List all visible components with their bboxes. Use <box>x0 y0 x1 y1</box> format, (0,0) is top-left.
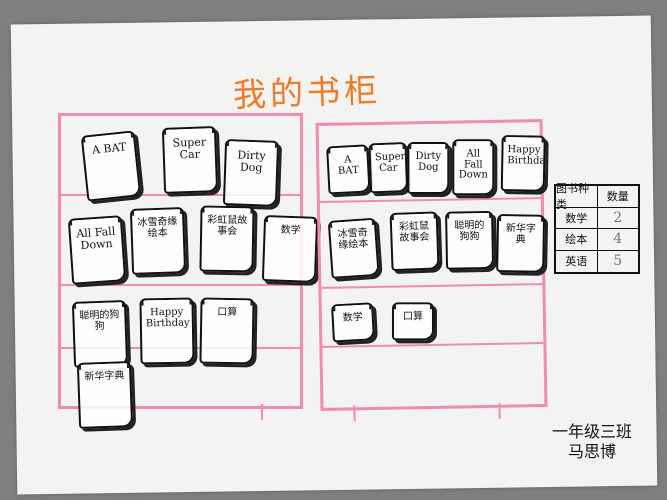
book: Happy Birthday <box>500 135 546 192</box>
book: Dirty Dog <box>407 142 450 195</box>
page-title: 我的书柜 <box>232 70 382 115</box>
table-cell: 2 <box>613 209 623 226</box>
right-bookshelf: A BAT Super Car Dirty Dog All Fall Down … <box>315 119 548 422</box>
book: 口算 <box>391 302 434 341</box>
shelf-leg <box>498 402 501 419</box>
book: Dirty Dog <box>222 139 280 207</box>
book: All Fall Down <box>452 139 495 196</box>
table-row: 绘本 4 <box>556 229 638 251</box>
table-cell: 图书种类 <box>556 182 598 211</box>
book: Super Car <box>161 126 219 194</box>
book: All Fall Down <box>67 215 127 285</box>
name-line: 马思博 <box>567 442 616 462</box>
book: 口算 <box>199 297 255 365</box>
book: 数学 <box>261 215 319 283</box>
book: 彩虹鼠故事会 <box>199 205 255 273</box>
book: 冰雪奇缘绘本 <box>129 207 187 275</box>
book: 彩虹鼠故事会 <box>389 211 440 272</box>
shelf-divider <box>61 284 300 286</box>
table-header-row: 图书种类 数量 <box>556 182 638 211</box>
book: A BAT <box>80 130 142 202</box>
table-cell: 4 <box>613 231 623 248</box>
shelf-divider <box>321 283 543 289</box>
table-cell: 5 <box>613 253 623 270</box>
shelf-divider <box>322 342 544 348</box>
shelf-leg <box>353 405 356 422</box>
book: 聪明的狗狗 <box>445 210 495 270</box>
book: Happy Birthday <box>139 297 195 365</box>
book-count-table: 图书种类 数量 数学 2 绘本 4 英语 5 <box>554 182 640 274</box>
book: 聪明的狗狗 <box>71 300 129 368</box>
book: 新华字典 <box>76 361 134 429</box>
table-cell: 绘本 <box>556 229 598 250</box>
table-row: 英语 5 <box>556 250 638 272</box>
left-bookshelf: A BAT Super Car Dirty Dog All Fall Down … <box>58 113 319 429</box>
table-cell: 数学 <box>556 207 598 228</box>
book: 数学 <box>331 302 375 343</box>
table-row: 数学 2 <box>556 207 638 229</box>
table-cell: 英语 <box>556 250 598 272</box>
table-cell: 数量 <box>606 190 629 204</box>
book: A BAT <box>326 144 371 195</box>
book: 冰雪奇缘绘本 <box>327 217 380 279</box>
book: Super Car <box>368 142 409 194</box>
signature: 一年级三班 马思博 <box>537 422 647 462</box>
shelf-divider <box>319 197 541 203</box>
shelf-divider <box>61 194 300 196</box>
class-line: 一年级三班 <box>551 422 632 441</box>
shelf-leg <box>261 404 263 420</box>
book: 新华字典 <box>496 214 546 273</box>
